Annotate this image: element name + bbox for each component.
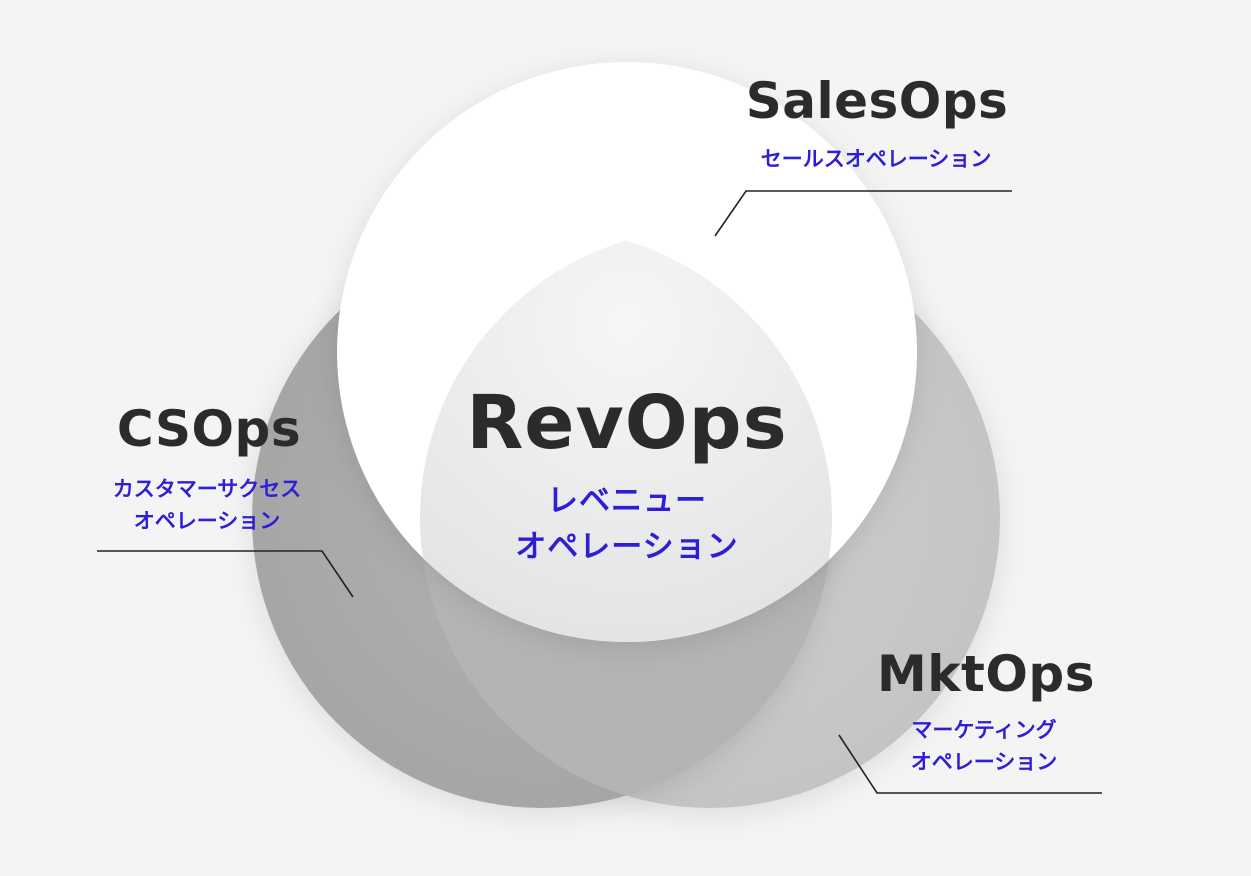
revops-subtitle-line-1: レベニュー <box>546 483 707 519</box>
revops-center-region <box>420 228 832 642</box>
mktops-subtitle-line-1: マーケティング <box>911 718 1057 742</box>
mktops-title: MktOps <box>877 645 1095 703</box>
csops-title: CSOps <box>116 400 302 458</box>
revops-subtitle: レベニュー オペレーション <box>515 478 738 570</box>
csops-leader-line <box>97 550 354 598</box>
csops-subtitle-line-1: カスタマーサクセス <box>112 477 302 501</box>
revops-subtitle-line-2: オペレーション <box>515 529 739 565</box>
salesops-subtitle: セールスオペレーション <box>761 145 992 173</box>
mktops-subtitle: マーケティング オペレーション <box>911 714 1058 778</box>
csops-subtitle-line-2: オペレーション <box>133 509 281 533</box>
mktops-leader-line <box>838 734 1102 794</box>
salesops-title: SalesOps <box>745 72 1009 130</box>
salesops-leader-line <box>714 190 1012 237</box>
mktops-subtitle-line-2: オペレーション <box>910 750 1058 774</box>
csops-subtitle: カスタマーサクセス オペレーション <box>113 473 302 537</box>
salesops-subtitle-line-1: セールスオペレーション <box>760 147 992 171</box>
revops-title: RevOps <box>466 380 788 466</box>
